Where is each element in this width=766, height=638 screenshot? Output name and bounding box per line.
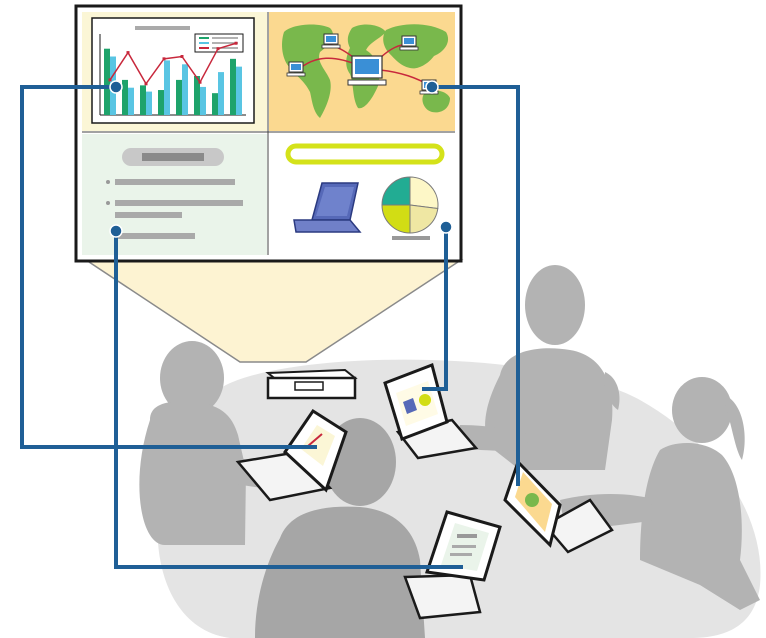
chart-line [109,42,237,86]
laptop-center[interactable] [383,363,479,460]
chart-line-marker [144,82,148,86]
chart-line-marker [216,47,220,51]
slide-text-line [115,200,243,206]
slide-bullet [106,201,110,205]
chart-line-marker [108,78,112,82]
laptop-screen-mini-title [457,534,477,538]
pie-chart-icon [381,176,439,234]
chart-bar-green [194,76,200,115]
chart-line-dots [108,41,238,86]
chart-line-marker [198,80,202,84]
connector-text-to-laptop [114,231,463,569]
panel-device-pie [269,134,455,255]
connector-device-to-laptop [422,227,448,391]
chart-line-marker [126,51,130,55]
chart-bar-cyan [164,60,170,115]
chart-bar-green [230,58,236,115]
laptop-screen-mini-land [525,493,539,507]
projector-icon[interactable] [265,368,358,400]
chart-line-marker [162,57,166,61]
laptop-screen-chart-line [307,433,323,447]
laptop-screen-content [396,381,438,426]
connector-chart-to-laptop [20,85,317,449]
chart-bar-green [212,93,218,115]
computer-icon [347,55,387,86]
chart-bar-cyan [218,72,224,115]
map-land-australia [422,90,450,113]
chart-bar-cyan [146,91,152,115]
slide-text-line [115,179,235,185]
link-dot-icon [109,224,123,238]
laptop-screen-content [301,425,335,466]
slide-text-line [115,233,195,239]
pie-slice [381,204,411,234]
slide-bullet [106,180,110,184]
laptop-icon [293,182,362,233]
map-land-americas [282,24,333,118]
panel-text-slide [82,134,267,255]
highlight-title-bar [285,143,445,165]
panel-network-map [269,12,455,131]
slide-text-line [115,212,182,218]
chart-bar-cyan [128,87,134,115]
laptop-front[interactable] [403,510,502,620]
chart-bar-green [176,79,182,115]
slide-title-text [142,153,204,161]
chart-bar-cyan [182,64,188,115]
panel-chart [82,12,267,131]
chart-bar-green [122,79,128,115]
projector-lens [294,381,324,391]
laptop-screen-mini-pie [419,394,431,406]
computer-icon [399,35,419,51]
projection-beam [83,259,464,363]
computer-icon [286,61,306,77]
chart-bar-cyan [236,66,242,115]
chart-bar-green [104,48,110,116]
laptop-screen-mini-text-line [450,553,472,556]
chart-title-bar [135,26,190,30]
pie-caption-bar [392,236,430,240]
chart-line-marker [234,41,238,45]
link-dot-icon [425,80,439,94]
laptop-right[interactable] [503,459,614,554]
chart-bar-green [140,85,146,115]
pie-slice [409,176,439,210]
connector-map-to-laptop [432,85,520,486]
pie-slice [381,176,411,206]
laptop-front-left[interactable] [235,408,348,502]
link-dot-icon [439,220,453,234]
person-right [560,377,760,610]
computer-icon [321,33,341,49]
chart-line-marker [180,55,184,58]
chart-bar-cyan [200,86,206,115]
pie-slice [409,204,439,234]
laptop-screen-mini-text-line [452,545,476,548]
link-dot-icon [109,80,123,94]
laptop-screen-mini-laptop [403,398,417,414]
laptop-base [543,498,614,554]
chart-bar-green [158,90,164,115]
